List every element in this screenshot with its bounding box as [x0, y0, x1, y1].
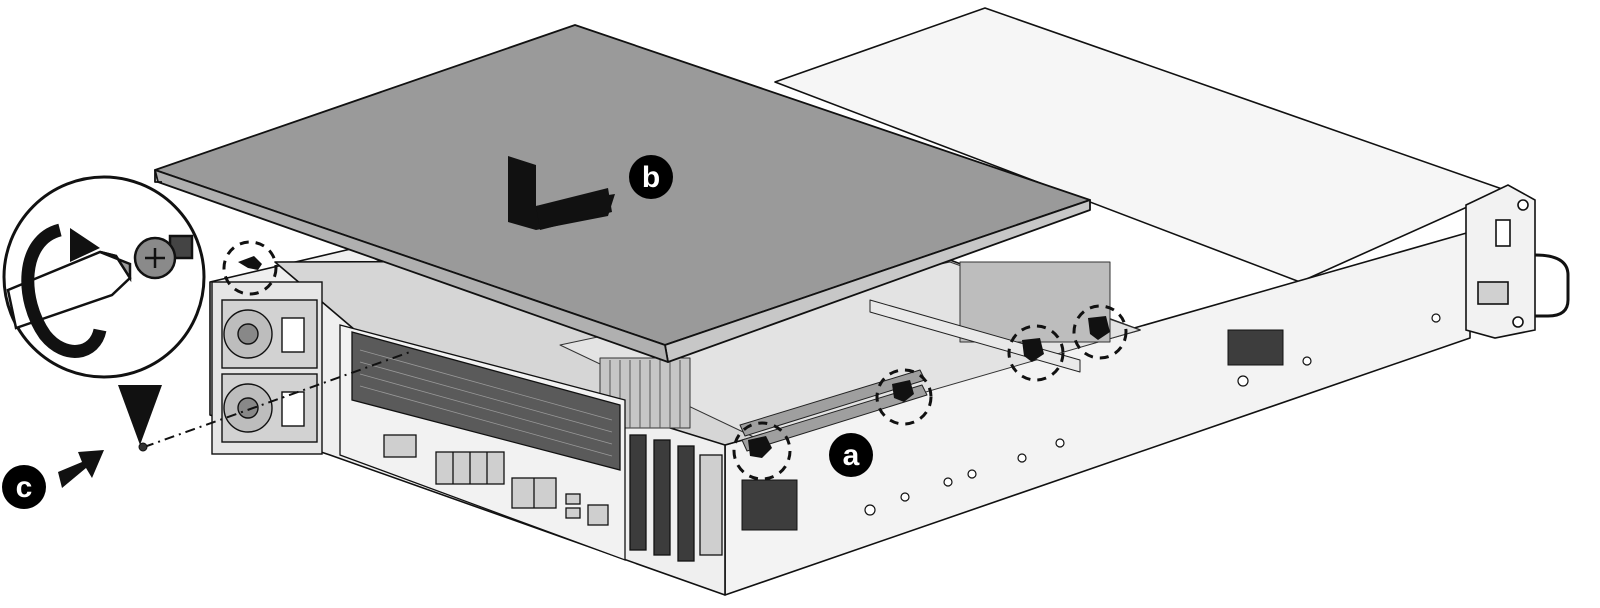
latch-highlight-2	[732, 421, 792, 481]
callout-a-label: a	[843, 439, 860, 472]
side-vent-rear	[1227, 329, 1284, 366]
latch-highlight-4	[1007, 324, 1065, 382]
latch-highlight-3	[875, 368, 933, 426]
callout-c: c	[2, 465, 46, 509]
latch-highlight-1	[222, 240, 278, 296]
latch-hooks	[238, 256, 1110, 458]
usb-ports	[565, 493, 581, 519]
power-supply-modules	[211, 281, 323, 455]
screw-detail-inset	[2, 175, 206, 445]
callout-a: a	[829, 433, 873, 477]
small-screw	[138, 442, 148, 452]
slide-direction-arrow-icon	[508, 156, 615, 230]
latch-highlights	[222, 240, 1128, 481]
fan-bay	[959, 261, 1111, 343]
rotate-arrow-icon	[21, 223, 107, 358]
screw-icon	[133, 234, 194, 280]
management-port	[587, 504, 609, 526]
top-cover	[154, 24, 1091, 363]
pcie-slot-covers	[629, 434, 723, 562]
side-wall-screw-holes	[864, 313, 1441, 516]
io-panel	[339, 324, 626, 561]
side-vent-front	[741, 479, 798, 531]
rack-mount-ear	[1465, 184, 1570, 339]
memory-slots	[739, 369, 928, 452]
callout-b: b	[629, 155, 673, 199]
screw-insertion-path	[143, 351, 411, 448]
lan-ports	[435, 451, 557, 509]
callout-c-label: c	[16, 471, 33, 504]
latch-highlight-5	[1072, 304, 1128, 360]
serial-port	[383, 434, 417, 458]
callout-b-label: b	[642, 161, 660, 194]
insert-arrow-icon	[58, 450, 104, 488]
